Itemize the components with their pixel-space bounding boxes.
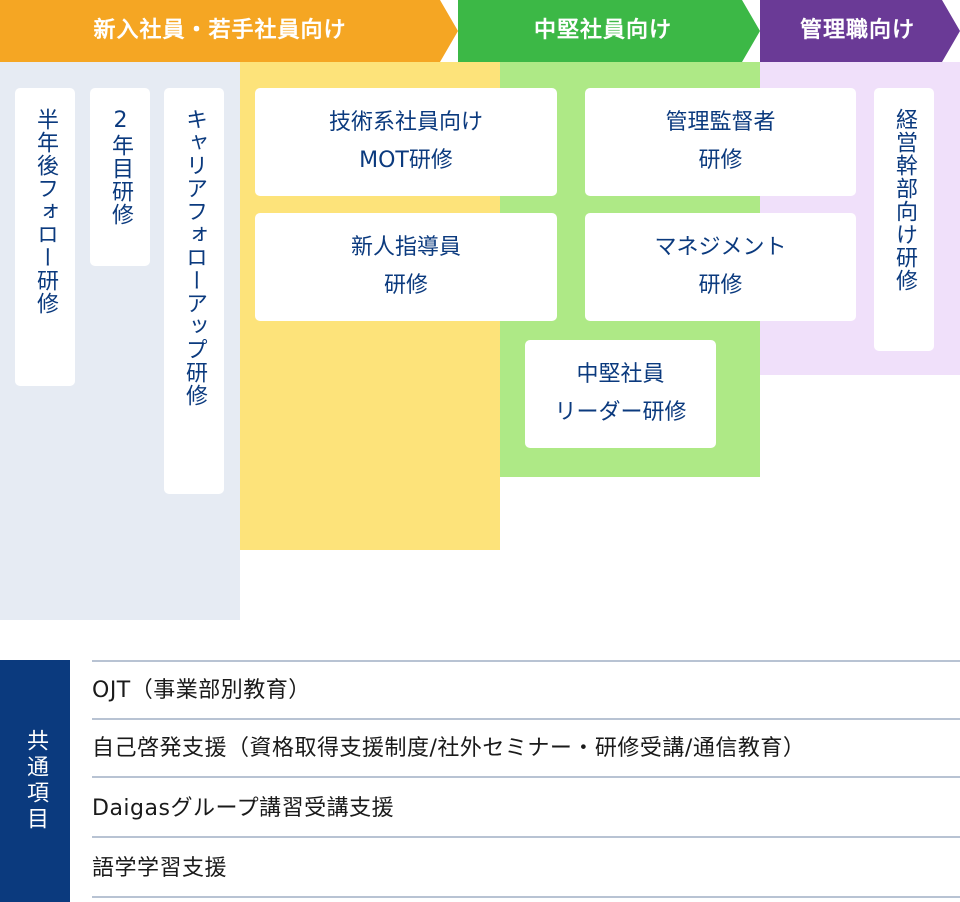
program-management-line2: 研修: [698, 273, 743, 298]
program-mot-line1: 技術系社員向け: [328, 110, 483, 135]
header-mid-label: 中堅社員向け: [533, 18, 672, 43]
header-manager: 管理職向け: [760, 0, 955, 62]
program-management: マネジメント 研修: [585, 213, 856, 321]
common-item-ojt: OJT（事業部別教育）: [92, 662, 960, 720]
arrow-new-young: [0, 0, 458, 62]
common-items-label: 共通項目: [0, 660, 70, 902]
header-mid: 中堅社員向け: [458, 0, 748, 62]
program-trainer-line1: 新人指導員: [350, 235, 461, 260]
common-item-language: 語学学習支援: [92, 840, 960, 898]
header-new-young: 新入社員・若手社員向け: [0, 0, 440, 62]
program-mot: 技術系社員向け MOT研修: [255, 88, 557, 196]
program-second-year-label: 2年目研修: [108, 108, 133, 226]
header-arrows: [0, 0, 960, 62]
program-half-year-follow: 半年後フォロー研修: [15, 88, 75, 386]
arrow-mid: [458, 0, 760, 62]
program-executive-label: 経営幹部向け研修: [892, 108, 917, 292]
program-second-year: 2年目研修: [90, 88, 150, 266]
common-items-label-text: 共通項目: [23, 729, 48, 833]
program-career-follow-up-label: キャリアフォローアップ研修: [182, 108, 207, 407]
program-supervisor-line2: 研修: [698, 148, 743, 173]
program-mid-leader-line2: リーダー研修: [554, 400, 687, 425]
header-new-young-label: 新入社員・若手社員向け: [93, 18, 347, 43]
program-mot-line2: MOT研修: [359, 148, 453, 173]
program-career-follow-up: キャリアフォローアップ研修: [164, 88, 224, 494]
program-mid-leader: 中堅社員 リーダー研修: [525, 340, 716, 448]
program-executive: 経営幹部向け研修: [874, 88, 934, 351]
common-item-group-course: Daigasグループ講習受講支援: [92, 780, 960, 838]
program-trainer-line2: 研修: [383, 273, 428, 298]
program-supervisor-line1: 管理監督者: [665, 110, 776, 135]
program-supervisor: 管理監督者 研修: [585, 88, 856, 196]
common-item-self-development: 自己啓発支援（資格取得支援制度/社外セミナー・研修受講/通信教育）: [92, 720, 960, 778]
program-half-year-follow-label: 半年後フォロー研修: [33, 108, 58, 315]
program-management-line1: マネジメント: [654, 235, 787, 260]
program-trainer: 新人指導員 研修: [255, 213, 557, 321]
common-rows-top-divider: [92, 660, 960, 662]
arrow-manager: [760, 0, 960, 62]
header-manager-label: 管理職向け: [799, 18, 915, 43]
program-mid-leader-line1: 中堅社員: [576, 362, 665, 387]
